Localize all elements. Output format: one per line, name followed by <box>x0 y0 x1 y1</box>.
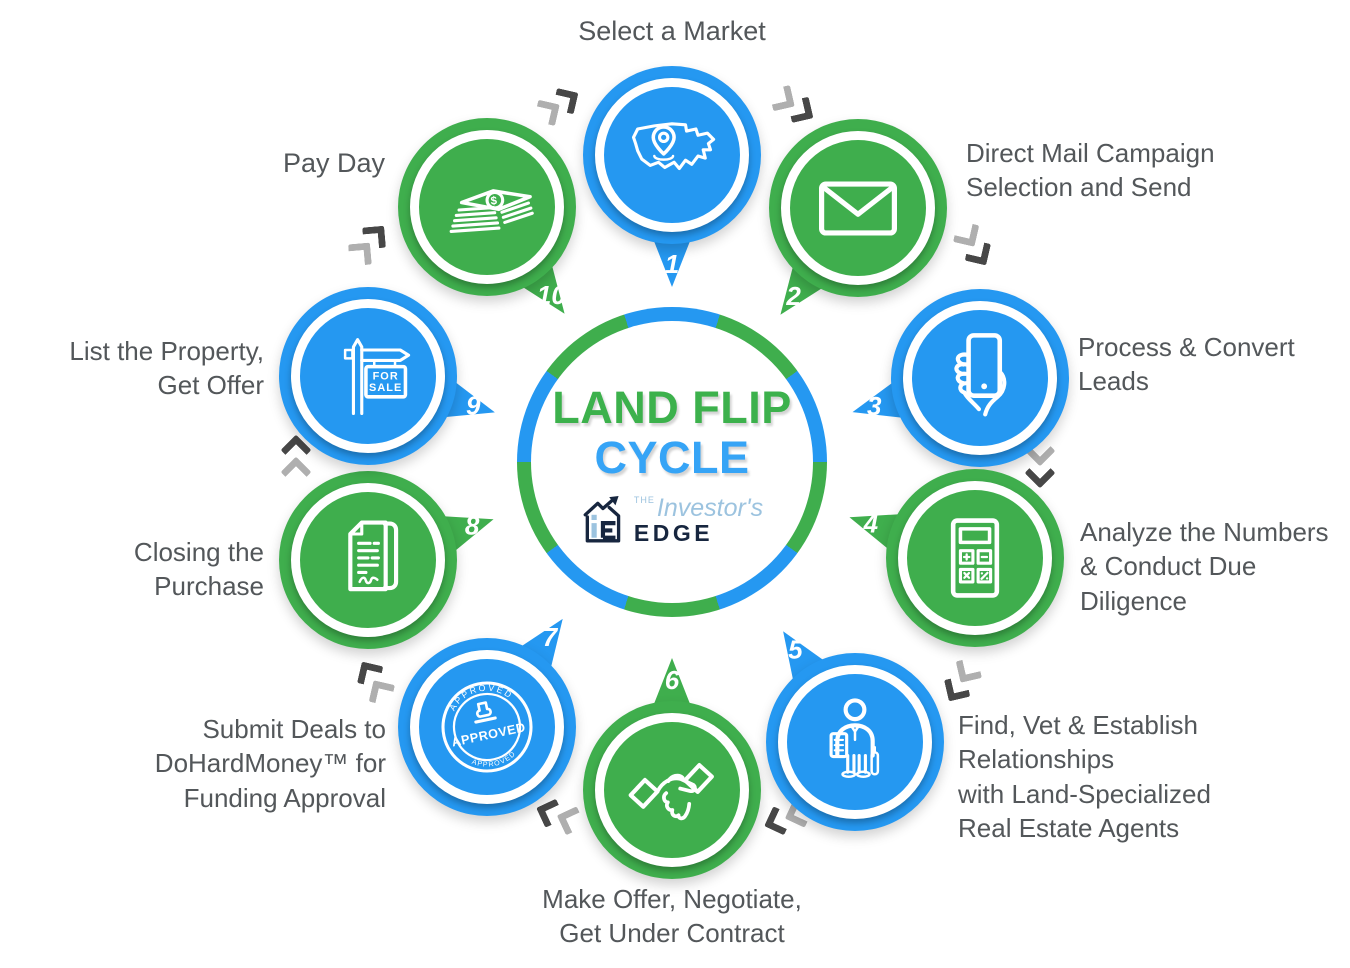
step-7-submit-deals: APPROVED APPROVED APPROVED 7 <box>398 638 576 816</box>
step-number: 3 <box>866 390 882 421</box>
label-make-offer: Make Offer, Negotiate, Get Under Contrac… <box>542 884 802 949</box>
cash-stack-icon: $ <box>449 189 534 233</box>
step-2-direct-mail: 2 <box>769 119 947 297</box>
label-analyze-numbers: Analyze the Numbers & Conduct Due Dilige… <box>1080 517 1329 616</box>
double-chevron-icon <box>536 798 586 836</box>
double-chevron-icon <box>951 219 993 268</box>
phone-in-hand-icon <box>954 333 1007 417</box>
label-find-agents: Find, Vet & Establish Relationships with… <box>958 710 1211 843</box>
step-6-make-offer: 6 <box>583 701 761 879</box>
label-direct-mail: Direct Mail Campaign Selection and Send <box>966 138 1215 203</box>
label-select-market: Select a Market <box>578 16 766 46</box>
step-number: 1 <box>664 249 680 279</box>
step-8-closing-purchase: 8 <box>279 471 457 649</box>
dollar-sign: $ <box>490 195 498 207</box>
title-line-2: CYCLE <box>594 432 750 483</box>
step-1-select-market: 1 <box>583 66 761 287</box>
approved-stamp-icon: APPROVED APPROVED APPROVED <box>441 676 533 773</box>
step-number: 9 <box>466 390 481 421</box>
step-number: 6 <box>664 665 680 695</box>
step-number: 5 <box>788 634 803 665</box>
title-line-1: LAND FLIP <box>552 381 792 433</box>
double-chevron-icon <box>355 660 397 709</box>
double-chevron-icon <box>280 434 312 488</box>
double-chevron-icon <box>942 655 984 704</box>
label-process-leads: Process & Convert Leads <box>1078 332 1295 397</box>
calculator-icon <box>950 518 1000 598</box>
step-4-analyze-numbers: 4 <box>886 469 1064 647</box>
step-number: 4 <box>863 508 879 539</box>
envelope-icon <box>819 181 897 236</box>
step-number: 7 <box>542 621 558 652</box>
for-sale-sign-icon: FOR SALE <box>343 338 411 415</box>
step-10-pay-day: $ 10 <box>398 118 576 296</box>
step-number: 8 <box>464 510 480 541</box>
logo-edge: EDGE <box>633 519 714 546</box>
label-closing-purchase: Closing the Purchase <box>133 537 264 602</box>
us-map-location-pin-icon <box>631 122 716 171</box>
logo-the: THE <box>633 494 655 505</box>
handshake-icon <box>628 763 714 821</box>
real-estate-agent-icon <box>829 698 880 778</box>
diagram-title: LAND FLIP CYCLE <box>552 381 792 484</box>
contract-document-icon <box>348 520 399 592</box>
label-submit-deals: Submit Deals to DoHardMoney™ for Funding… <box>154 714 386 813</box>
step-number: 2 <box>786 281 801 312</box>
sign-line-2: SALE <box>369 382 402 394</box>
label-list-property: List the Property, Get Offer <box>69 336 264 401</box>
logo-name: Investor's <box>656 493 764 522</box>
double-chevron-icon <box>344 222 389 270</box>
step-5-find-agents: 5 <box>766 653 944 831</box>
investors-edge-logo: THEInvestor's EDGE <box>581 495 763 545</box>
sign-line-1: FOR <box>373 371 399 383</box>
logo-house-icon <box>583 496 621 543</box>
step-9-list-property: FOR SALE 9 <box>279 287 457 465</box>
step-number: 10 <box>536 280 566 311</box>
step-3-process-leads: 3 <box>891 289 1069 467</box>
cycle-hub: LAND FLIP CYCLE <box>517 307 827 617</box>
label-pay-day: Pay Day <box>282 148 385 178</box>
